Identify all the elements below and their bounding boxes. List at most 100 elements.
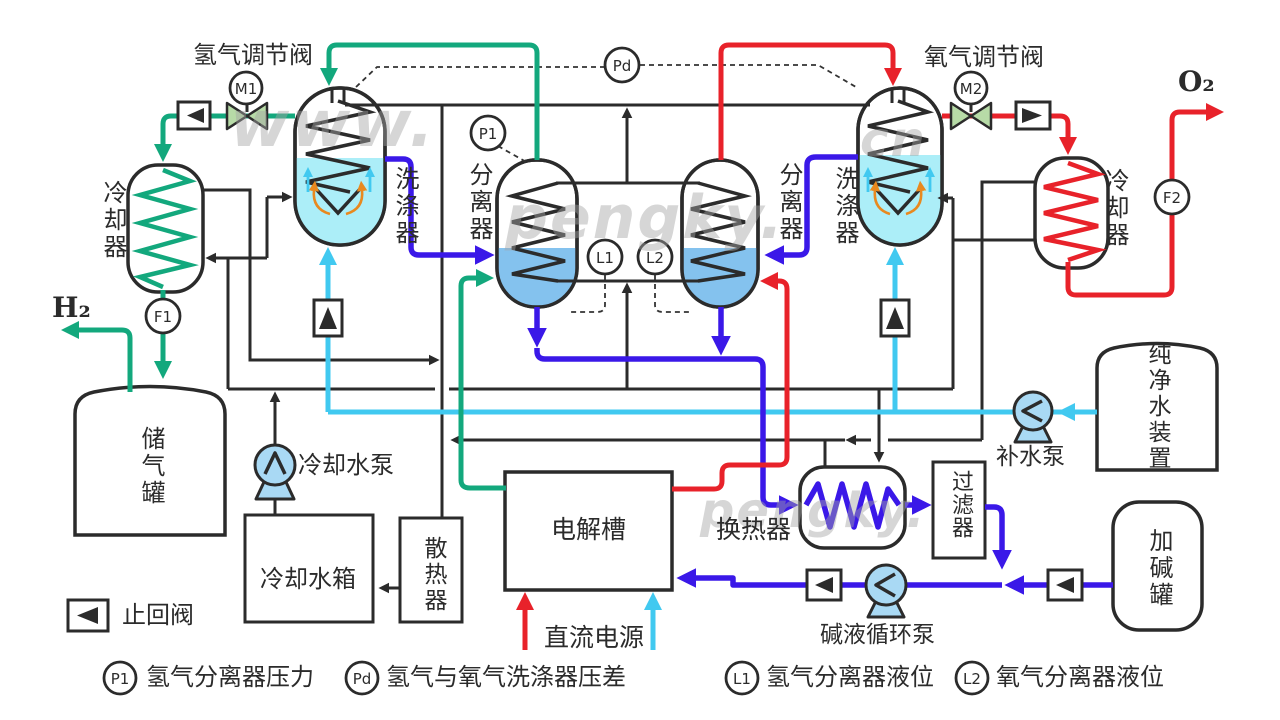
instrument-circles (102, 46, 1191, 696)
check-valve-legend-symbol (66, 598, 110, 633)
pipe-o2-cooler-to-outlet (1065, 103, 1224, 298)
check-valve-water-right (879, 298, 911, 338)
m2-valve-motor (953, 70, 989, 106)
legend-p1-text: 氢气分离器压力 (146, 663, 314, 691)
pipe-h2-electrolyzer-to-separator (458, 269, 506, 491)
check-valve-legend-label: 止回阀 (122, 601, 194, 629)
pd-pressure-diff (603, 46, 641, 84)
heat-exchanger-vessel (798, 465, 907, 550)
makeup-water-pump-symbol (1012, 390, 1054, 444)
l1-level-tap (586, 238, 624, 276)
hydrogen-cooler-vessel (126, 163, 205, 294)
legend-l1-text: 氢气分离器液位 (766, 663, 934, 691)
o2-outlet-label: O₂ (1178, 65, 1215, 98)
legend-l1-circle (724, 660, 760, 696)
alkali-tank (1111, 500, 1204, 632)
pipe-h2-outlet (61, 320, 133, 392)
heat-exchanger-label: 换热器 (716, 515, 792, 544)
pipe-h2-separator-to-scrubber (319, 42, 540, 160)
legend-l1-symbol: L1 (733, 670, 751, 688)
pd-label: Pd (613, 57, 632, 75)
m2-label: M2 (960, 80, 983, 98)
cooling-water-tank-box (243, 513, 375, 624)
alkali-tank-label: 加碱罐 (1145, 528, 1173, 609)
pipe-lye-lscrubber-to-lsep (385, 156, 495, 265)
pipe-left-cooler-out (203, 188, 440, 366)
water-pump-label: 补水泵 (996, 444, 1065, 470)
oxygen-cooler-vessel (1033, 156, 1110, 270)
pure-water-unit-tank (1095, 341, 1219, 472)
pipe-right-cooler-out (980, 180, 1035, 440)
cooler-left-label: 冷却器 (99, 180, 127, 261)
h2-outlet-label: H₂ (52, 291, 91, 324)
hx-coil (803, 481, 902, 530)
oxygen-pipes (516, 42, 1224, 650)
radiator-label: 散热器 (420, 536, 446, 614)
legend-p1-circle (102, 660, 138, 696)
legend-l2-symbol: L2 (963, 670, 981, 688)
p1-label: P1 (479, 125, 498, 143)
h2-regulating-valve-symbol (225, 101, 269, 131)
l1-label: L1 (596, 249, 614, 267)
pure-water-label: 纯净水装置 (1144, 342, 1170, 472)
filter-box (931, 460, 987, 560)
vessels (73, 86, 1219, 632)
instrument-sensing-lines (355, 64, 857, 313)
l2-sensing-line (654, 275, 692, 313)
radiator-box (398, 516, 464, 624)
instrument-texts: M1 M2 F1 F2 P1 Pd L1 L2 P1 Pd L1 L2 (111, 57, 1181, 688)
check-valve-lye (805, 568, 843, 602)
pipe-lye-manifold-to-hx (534, 348, 799, 515)
filter-label: 过滤器 (948, 470, 973, 539)
o2-regulating-valve-symbol (949, 101, 993, 131)
lye-pump-label: 碱液循环泵 (820, 622, 935, 648)
control-valves (225, 101, 993, 131)
check-valve-o2 (1014, 100, 1052, 131)
cooler-right-label: 冷却器 (1101, 168, 1129, 249)
gas-storage-tank (73, 384, 227, 537)
pipe-o2-separator-to-scrubber (718, 42, 902, 160)
electrolyzer-label: 电解槽 (551, 515, 627, 544)
l2-level-tap (636, 238, 674, 276)
l1-sensing-line (568, 275, 606, 313)
m1-valve-motor (228, 70, 264, 106)
f2-label: F2 (1163, 189, 1181, 207)
oxygen-separator-vessel (680, 158, 760, 309)
hydrogen-valve-label: 氢气调节阀 (193, 41, 313, 69)
pipe-lye-filter-down (985, 504, 1012, 570)
pipe-lye-rscrubber-to-rsep (764, 154, 858, 265)
legend-pd-circle (344, 660, 380, 696)
dc-power-label: 直流电源 (544, 623, 645, 652)
scrubber-left-label: 洗涤器 (391, 166, 419, 247)
pipe-lye-return (676, 568, 1002, 588)
separator-left-label: 分离器 (465, 162, 493, 243)
legend-pd-symbol: Pd (353, 670, 372, 688)
gas-tank-label: 储气罐 (137, 426, 165, 507)
l2-label: L2 (646, 249, 664, 267)
legend-pd-text: 氢气与氧气洗涤器压差 (386, 663, 626, 691)
p1-pressure-tap (469, 114, 507, 152)
cooling-pump-label: 冷却水泵 (298, 451, 394, 479)
pumps (253, 390, 1054, 619)
lye-pipes (385, 154, 1113, 595)
legend-p1-symbol: P1 (111, 670, 130, 688)
lye-circulation-pump-symbol (864, 563, 908, 619)
electrolyzer-box (503, 470, 674, 592)
check-valves (66, 100, 1084, 633)
scrubber-right-label: 洗涤器 (831, 166, 859, 247)
check-valve-water-left (312, 298, 344, 338)
pipe-o2-electrolyzer-to-separator (672, 271, 790, 492)
pd-sensing-line (355, 64, 857, 88)
cooling-water-pipes (203, 103, 1035, 594)
m1-label: M1 (235, 80, 258, 98)
pipe-into-left-scrubber-coil (265, 197, 283, 258)
check-valve-alkali (1046, 568, 1084, 602)
legend-l2-text: 氧气分离器液位 (996, 663, 1164, 691)
f1-flow-meter (144, 297, 182, 335)
cooling-tank-label: 冷却水箱 (260, 565, 356, 593)
check-valve-h2 (176, 100, 212, 131)
hydrogen-scrubber-vessel (293, 86, 387, 247)
pipe-h2-scrubber-to-cooler (153, 113, 295, 162)
